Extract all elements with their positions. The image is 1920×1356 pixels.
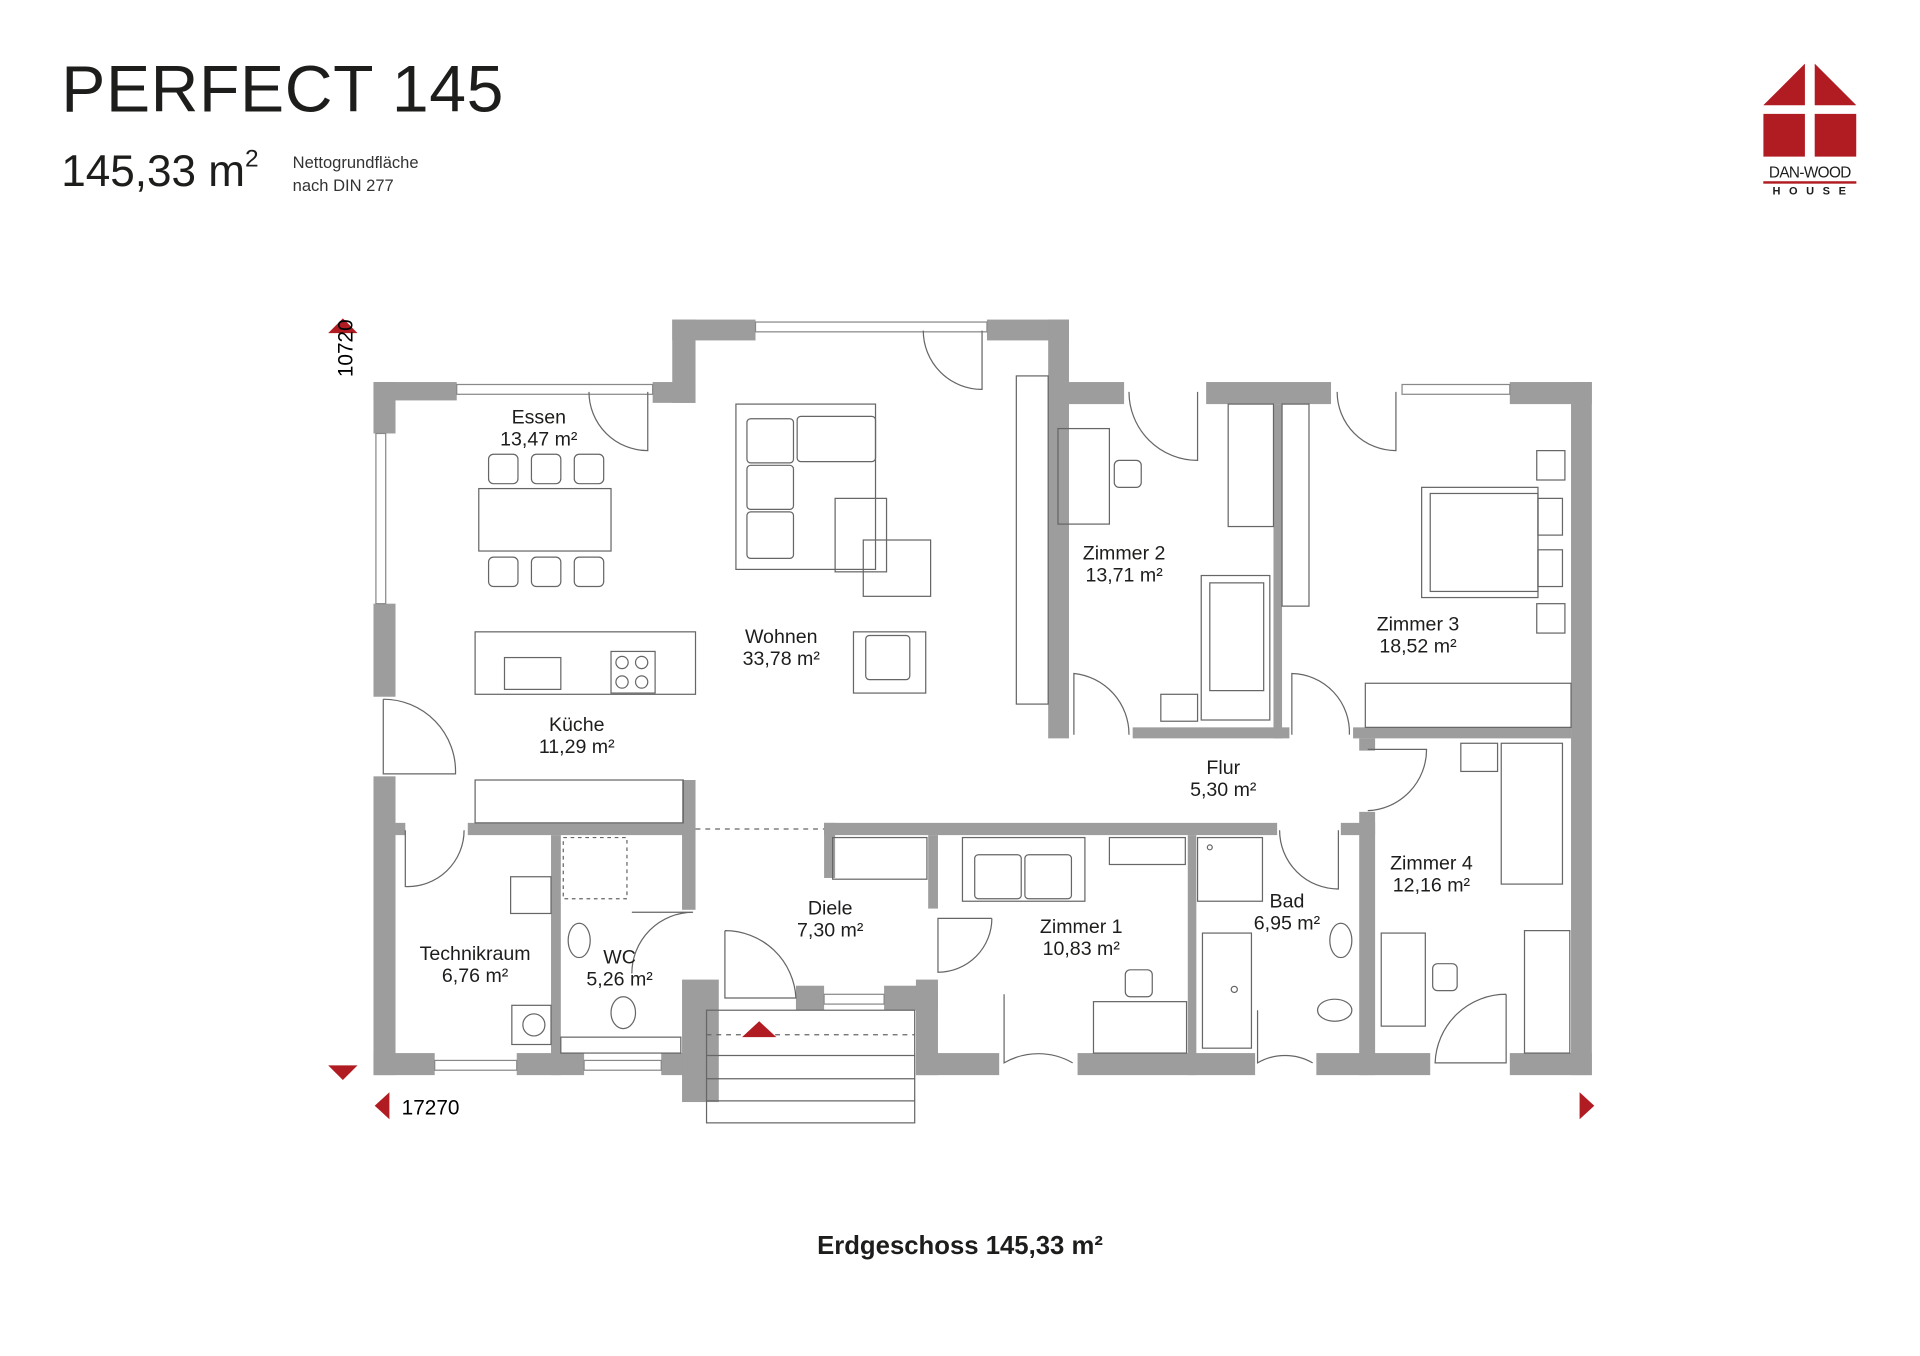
width-dimension: 17270 <box>402 1096 460 1119</box>
room-area: 5,26 m² <box>586 969 653 991</box>
room-name: Küche <box>549 714 605 736</box>
room-area: 6,95 m² <box>1254 912 1321 934</box>
area-note: Nettogrundfläche nach DIN 277 <box>293 151 419 198</box>
room-labels: Essen 13,47 m² Wohnen 33,78 m² Küche 11,… <box>420 407 1473 991</box>
room-area: 12,16 m² <box>1393 874 1471 896</box>
room-name: Technikraum <box>420 943 531 965</box>
room-name: Essen <box>512 407 566 429</box>
room-area: 10,83 m² <box>1043 938 1121 960</box>
total-area-value: 145,33 m <box>61 145 246 196</box>
room-area: 33,78 m² <box>743 648 821 670</box>
dimension-arrow-up-icon <box>328 318 358 334</box>
area-note-line2: nach DIN 277 <box>292 176 394 195</box>
room-area: 13,47 m² <box>500 429 578 451</box>
windows <box>375 321 1511 1071</box>
area-unit-sup: 2 <box>245 145 259 173</box>
area-note-line1: Nettogrundfläche <box>292 153 419 172</box>
dimension-arrow-down-icon <box>328 1065 358 1081</box>
dimension-arrow-right-icon <box>1579 1092 1595 1120</box>
floor-caption: Erdgeschoss 145,33 m² <box>817 1231 1103 1261</box>
room-area: 7,30 m² <box>797 920 864 942</box>
room-name: Diele <box>808 898 853 920</box>
logo-sub: HOUSE <box>1772 184 1855 198</box>
room-area: 18,52 m² <box>1379 636 1457 658</box>
room-name: Flur <box>1206 757 1240 779</box>
room-area: 6,76 m² <box>442 965 509 987</box>
page-title: PERFECT 145 <box>61 52 505 127</box>
height-dimension: 10720 <box>335 319 358 377</box>
logo-name: DAN-WOOD <box>1763 165 1857 184</box>
dimension-arrow-left-icon <box>374 1092 390 1120</box>
room-name: Zimmer 2 <box>1083 543 1166 565</box>
room-name: Zimmer 4 <box>1390 852 1473 874</box>
dan-wood-logo: DAN-WOOD HOUSE <box>1763 63 1857 198</box>
furniture <box>474 375 1572 1124</box>
doors <box>382 330 1507 1064</box>
room-area: 11,29 m² <box>539 736 615 758</box>
walls <box>373 319 1592 1103</box>
room-name: Zimmer 1 <box>1040 916 1123 938</box>
room-name: Bad <box>1270 890 1305 912</box>
entrance-arrow-icon <box>742 1021 777 1038</box>
room-area: 5,30 m² <box>1190 779 1257 801</box>
room-name: Wohnen <box>745 626 818 648</box>
house-logo-icon <box>1763 63 1857 157</box>
room-name: WC <box>603 947 636 969</box>
total-area: 145,33 m2 <box>61 145 259 196</box>
room-name: Zimmer 3 <box>1377 614 1460 636</box>
room-area: 13,71 m² <box>1085 565 1163 587</box>
